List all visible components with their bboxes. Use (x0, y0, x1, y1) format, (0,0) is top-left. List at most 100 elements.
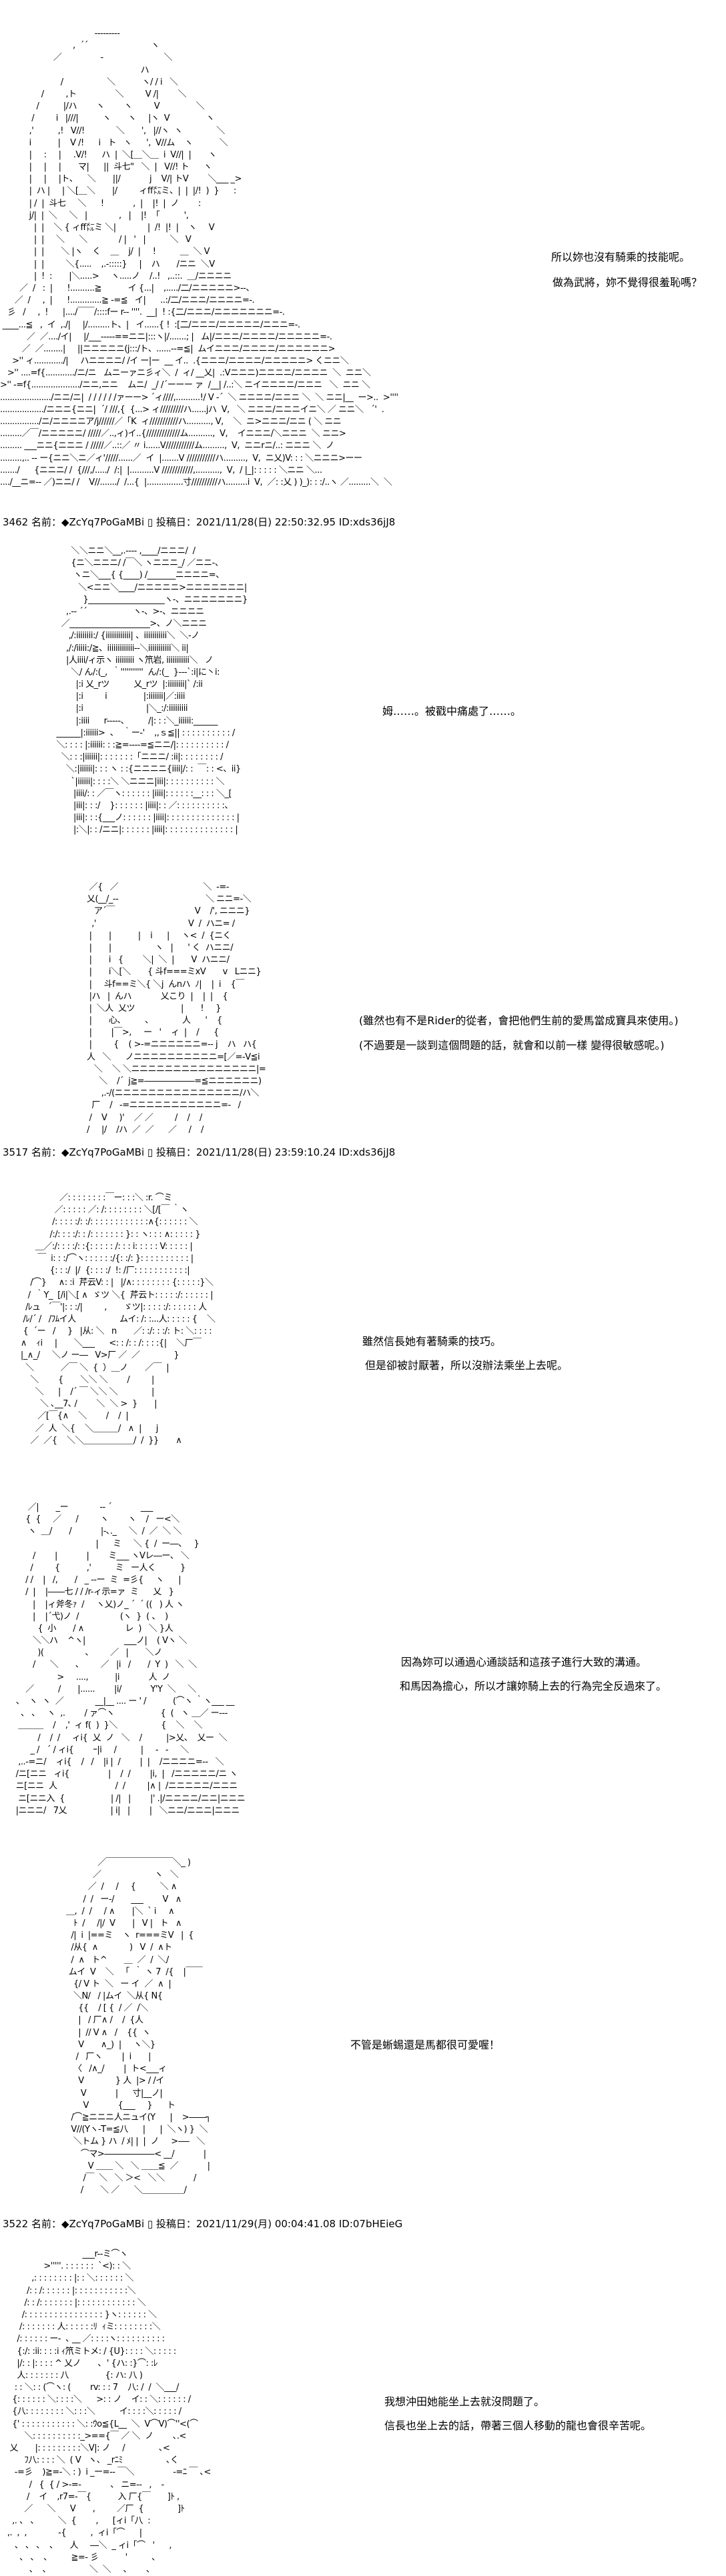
ascii-art-line: ハ (0, 65, 149, 75)
ascii-art-line: ___r--ミ⌒ヽ (0, 2249, 128, 2259)
ascii-art-line: |_∧_/ ＼ノ ー― V>厂 ／ ／ } (13, 1350, 179, 1361)
ascii-art-line: {: : : : : : ＼: : : :＼ >: : ノ イ: : ＼: : … (0, 2395, 191, 2405)
ascii-art-line: ＿＿＿ / ,' ィ f( ) }＼ { ＼ ＼ (13, 1720, 203, 1731)
ascii-art-line: ,/:/iiiii:/≧、iiiiiiiiiiiii--＼iiiiiiiiiii… (47, 643, 189, 654)
ascii-art-line: | |ィ斧冬ｧ / ヽ乂)ノ_ ´ ´ (( ) 人 ヽ (13, 1599, 184, 1610)
dialogue-line: (不過要是一談到這個問題的話，就會和以前一樣 變得很敏感呢。) (359, 1039, 665, 1052)
ascii-art-line: ____...≦ , イ ,./| |/.........ト、| イ......… (0, 319, 300, 330)
ascii-art-line: | : | .V/! ハ | ＼[＿＼＿ i V//| | ヽ (0, 149, 217, 160)
ascii-art-line: ニ[ニニ入 { | /| | |' .|/ニニニニ/ニニ|ニニニ (13, 1793, 246, 1804)
ascii-art-line: i | V /! i ト ヽ ', V//ム ヽ ＼ (0, 137, 228, 148)
dialogue-line: (雖然也有不是Rider的從者，會把他們生前的愛馬當成寶具來使用。) (359, 1014, 679, 1027)
ascii-art-line: {' : : : : : : : : : : : ＼: :ｳo≦{L__ ＼ V… (0, 2419, 198, 2429)
ascii-art-line: ∧ ｨi | ＼___ <: : /: : /: : : :{| ＼厂￣ (13, 1338, 202, 1349)
ascii-art-line: { { ／ / ヽ ヽ / ー<＼ (13, 1514, 179, 1525)
ascii-art-line: 人 ＼ ノニニニニニニニニニニ=[／=-V≦i (60, 1052, 260, 1062)
ascii-art-line: / ∧ ト^ ＿ ／ / ＼/ (47, 1955, 169, 1965)
ascii-art-line: /ニ[ニニ ィi{ | / / |i, | /ニニニニニ/ニ ヽ (13, 1769, 238, 1780)
post-header: 3522 名前：◆ZcYq7PoGaMBi ▯ 投稿日：2021/11/29(月… (3, 2218, 403, 2230)
ascii-art-line: |:i i |:iiiiiii|／:iiii (47, 692, 186, 702)
ascii-art-line: /| i |==ミ ヽ r===ミV | { (47, 1930, 194, 1941)
dialogue-line: 和馬因為擔心，所以才讓妳騎上去的行為完全反過來了。 (400, 1680, 667, 1692)
ascii-art-line: ヽニ＼___{ {____) /_______ニニニニ=、 (47, 570, 224, 581)
ascii-art-line: V//(Yヽ-T=≦八 | | ＼ヽ) } ＼ (47, 2125, 208, 2135)
ascii-art-line: {/ V ト ＼ ー イ ／ ∧ | (47, 1979, 171, 1989)
ascii-art-line: ,/:iiiiiiii:/ {iiiiiiiiiiii| 、iiiiiiiiii… (47, 631, 200, 641)
ascii-art-line: |:＼|: : /ニニ|: : : : : : |iiii|: : : : : … (47, 825, 238, 836)
ascii-art-line: | | ＼ ＼ / | ' | ＼ V (0, 235, 192, 245)
ascii-art-line: ﾌ八: : : : ＼ ( V ヽ、 _rﾆﾐ ､く (0, 2455, 179, 2466)
ascii-art-line: ,. 、 、 ＼ { , [ィi「八 : (0, 2516, 151, 2527)
ascii-art-line: | 斗f==ミ＼{ ＼j んnハ ﾉ| | i {￣ (60, 979, 245, 990)
ascii-art-line: / V )' ／ ／ / / / (60, 1112, 203, 1123)
ascii-art-line: ＼ ／￣ ＼ { ）＿ノ ／￣ | (13, 1362, 169, 1373)
ascii-art-line: / ｀Y_ [/i|＼[ ∧ ゞツ ＼{ 芹云ト: : : : :/: : : … (13, 1290, 214, 1300)
ascii-art-line: |:i 乂_rツ 乂_rツ |:iiiiiiii|` /:ii (47, 680, 203, 690)
ascii-art-line: {{ / [ { / ／ /＼ (47, 2003, 148, 2014)
ascii-art-line: | ＼人 乂ツ | ! } (60, 1003, 222, 1014)
ascii-art-line: | | ＼{..... ,.-:::::} | ハ /ニニ ＼V (0, 259, 215, 269)
dialogue-line: 雖然信長她有著騎乘的技巧。 (362, 1335, 502, 1348)
ascii-art-line: ......./ {ニニニ/ / {///,/...../ /:| |.....… (0, 465, 322, 475)
ascii-art-line: : : ＼: : (⌒ヽ: ( rv: : : 7 八: / / ＼___/ (0, 2383, 179, 2393)
ascii-art-line: /ﾚュ ´￣'|: : :/| , ゞツ|: : : : :/: : : : :… (13, 1302, 207, 1312)
ascii-art-line: /: : : : :/: :/: : : : : : : : : : : :∧{… (13, 1217, 198, 1228)
ascii-art-line: | i＼[＼ { 斗f===ミxV v Lニニ} (60, 967, 262, 978)
ascii-art-line: ＼＼ハ ^ヽ| ___ノ| ( Vヽ ＼ (13, 1636, 188, 1646)
ascii-art-line: --------- (0, 29, 120, 39)
ascii-art-line: ／ / |...... |i/ Y'Y ＼ ＼ (13, 1684, 196, 1694)
ascii-art-line: ￣ i: : :/⌒ヽ: : : : : :/{: :/: }: : : : :… (13, 1253, 194, 1264)
ascii-art-line: ______|:iiiiii> 、 ｀ー‐' ,,ｓ≦|| : : : : : … (47, 728, 236, 738)
ascii-art-line: / / / ィi{ 乂 ノ ＼ / |>乂、 乂ー ＼ (13, 1732, 228, 1743)
ascii-art-line: | ミ ＼ { / ー―、 } (13, 1538, 200, 1549)
ascii-art-line: ／ 人 ＼{ ＼＿＿＿/ ∧ | j (13, 1423, 159, 1434)
ascii-art-line: / 厂ヽ | i | (47, 2052, 151, 2062)
ascii-art-line: | | |ト、 ＼ ||/ j V/| トV ＼___ _> (0, 174, 242, 185)
ascii-art-line: ...................../ニニ/ニ| / / / / / /ァ… (0, 392, 398, 403)
ascii-art-line: ／____________________>、ノ＼ニニニ (47, 619, 207, 629)
ascii-art-line: ......... ___ニニ{ニニニ / /////／..::／ 〃 i...… (0, 441, 334, 451)
ascii-art-line: ヽ ＿/ / |-､._ ＼ / ／ ＼ ＼ (13, 1526, 182, 1537)
ascii-art-line: ムイ V ＼ 「 ｀ ヽ 7 /{ |￣￣ (47, 1967, 203, 1977)
ascii-art-line: / |/ /ハ ／ ／ ／ / / (60, 1124, 204, 1135)
ascii-art-line: V ＿＿ ＼ ＼ ＿＿≦ ／ | (47, 2161, 210, 2171)
ascii-art-line: /: : : : : : ー‐ ､ __ ／: : : :ヽ: : : : : … (0, 2334, 165, 2345)
ascii-art-line: 乂 |: : : : : : : : :＼V|: ノ / ､< (0, 2443, 170, 2453)
ascii-art-line: ＼<ニニ＼____/ニニニニニ>ニニニニニニニ| (47, 582, 247, 593)
ascii-art-line: ................/ニ/ニニニニア/j//////／「K ィ///… (0, 417, 342, 427)
dialogue-line: 但是卻被討厭著，所以沒辦法乘坐上去呢。 (365, 1359, 569, 1372)
ascii-art-line: /ﾚ/´ / /ﾌﾑイ人 ムイ: /: :...人: : : : : { ＼ (13, 1314, 216, 1324)
ascii-art-line: ／ / , | !.............≧ -=≦ イ| ..:/二/ニニニ… (0, 295, 255, 306)
dialogue-line: 姆……。被戳中痛處了……。 (382, 705, 522, 718)
ascii-art-line: ＼/ ん/:(_, ｀''''''''''' ん/:(_ }---`:i|に丶i… (47, 667, 220, 678)
ascii-art-line: ／ ／..../イ| |/___-----==ニニ|:::ヽ|/.......;… (0, 331, 332, 342)
ascii-art-line: >'' -=f{..................../ニニ,ニニ ムニ/ _… (0, 380, 370, 391)
ascii-art-line: |ハ | んハ 乂こり | | | { (60, 991, 228, 1002)
ascii-art-line: |iii|: : :/ }: : : : : : |iiii|: : ／: : … (47, 800, 233, 811)
ascii-art-line: ／￣￣￣￣￣￣￣￣＼_ ) (47, 1858, 191, 1868)
ascii-art-line: ＼ ､__7､ / ＼ ＼ > } | (13, 1399, 157, 1410)
ascii-art-panel: ／{ ／ ＼ -=- 乂(__/_-- ＼ ニニ=-＼ ア´￣ V /', ニニ… (60, 882, 266, 1136)
ascii-art-line: 〈 /∧_/ | ト<___ィ (47, 2064, 167, 2075)
ascii-art-line: ／: : : : : ／: /: : : : : : : : ＼[/[￣ ｀ヽ (13, 1205, 189, 1216)
ascii-art-line: | | ＼ { ィff㍍ミ ＼| | /! |! | ヽ V (0, 223, 215, 233)
ascii-art-line: ＼ /´ j≧=――――――=≦ニニニニニニ) (60, 1076, 262, 1086)
ascii-art-line: | |￣>, ー ' ィ | / { (60, 1028, 220, 1038)
ascii-art-panel: ___r--ミ⌒ヽ >'''''. : : : : : : `<): : ＼ ,… (0, 2249, 212, 2576)
ascii-art-line: _ / ´ / ィi{ ｰ|i / | - - ＼ (13, 1744, 189, 1755)
ascii-art-line: ＿／:/: : : :/: :{: : : : : /: : : i: : : … (13, 1241, 193, 1252)
ascii-art-line: / ,ト ＼ V /| ＼ (0, 89, 187, 99)
ascii-art-line: ／ / : | !..........≧ イ {...| ,...../二/ニニ… (0, 283, 254, 293)
ascii-art-line: ／{ ／ ＼ -=- (60, 882, 230, 892)
ascii-art-line: 、 、 ＼ ＼ 、 、 (0, 2564, 155, 2575)
dialogue-line: 信長也坐上去的話，帶著三個人移動的龍也會很辛苦呢。 (384, 2419, 652, 2432)
ascii-art-line: | i { ＼| ＼ | V ハニニ/ (60, 955, 230, 966)
ascii-art-line: / ＼ ヽ/ / i ＼ (0, 77, 178, 87)
ascii-art-line: /: : /: : : : : : : |: : : : : : : : : :… (0, 2297, 146, 2308)
ascii-art-line: ／ ＼ V , ／厂 { ]ﾄ (0, 2503, 185, 2514)
ascii-art-line: |iii|: : :{___ノ: : : : : : |iiii|: : : :… (47, 813, 240, 824)
ascii-art-line: / / ー-/ ___ V ∧ (47, 1894, 182, 1904)
ascii-art-line: / ＼ ／ ＼＿＿＿＿＿/ (47, 2185, 187, 2196)
ascii-art-line: / i |///| ヽ ヽ |ヽ V ヽ (0, 113, 215, 124)
ascii-art-line: ＼トム } ハ / ﾒ| | | ノ >-― ＼ (47, 2137, 205, 2147)
